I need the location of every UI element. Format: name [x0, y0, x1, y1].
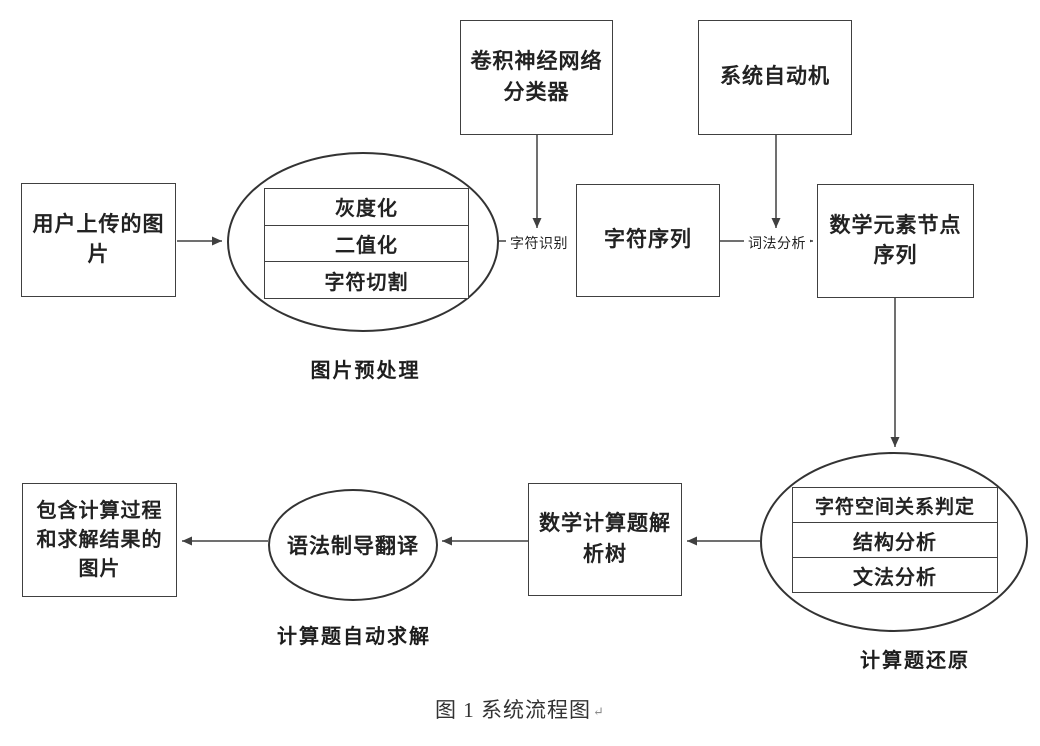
node-syntax-translation-ellipse	[268, 489, 438, 601]
edge-label-lexical-analysis: 词法分析	[744, 233, 810, 253]
node-system-automaton: 系统自动机	[698, 20, 852, 135]
label-restore: 计算题还原	[860, 650, 970, 672]
node-result-image: 包含计算过程 和求解结果的 图片	[22, 483, 177, 597]
preprocess-steps-stack: 灰度化 二值化 字符切割	[264, 188, 469, 299]
step-binarization: 二值化	[265, 226, 468, 263]
node-syntax-translation-label: 语法制导翻译	[287, 535, 419, 558]
node-char-sequence: 字符序列	[576, 184, 720, 297]
figure-caption: 图 1 系统流程图↵	[360, 694, 680, 724]
paragraph-return-mark: ↵	[593, 704, 605, 720]
label-auto-solve: 计算题自动求解	[277, 626, 431, 648]
step-grayscale: 灰度化	[265, 189, 468, 226]
step-grammar-analysis: 文法分析	[853, 566, 937, 589]
node-math-element-nodes: 数学元素节点 序列	[817, 184, 974, 298]
edge-label-char-recognition: 字符识别	[506, 233, 572, 253]
label-preprocess: 图片预处理	[310, 360, 421, 382]
node-cnn-classifier: 卷积神经网络 分类器	[460, 20, 613, 135]
figure-caption-text: 图 1 系统流程图	[435, 698, 592, 722]
node-parse-tree: 数学计算题解 析树	[528, 483, 682, 596]
step-structure-analysis: 结构分析	[793, 523, 997, 558]
step-spatial-relation: 字符空间关系判定	[793, 488, 997, 523]
restore-steps-stack: 字符空间关系判定 结构分析 文法分析	[792, 487, 998, 593]
step-char-segmentation: 字符切割	[324, 271, 409, 294]
node-user-uploaded-image: 用户上传的图 片	[21, 183, 176, 297]
